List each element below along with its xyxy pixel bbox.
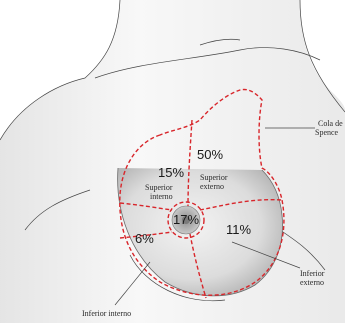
cola-de-spence-label-line1: Cola de xyxy=(318,119,343,128)
central-percent: 17% xyxy=(173,212,199,227)
superior-interno-label-line2: interno xyxy=(150,192,173,201)
superior-externo-percent: 50% xyxy=(197,147,223,162)
cola-de-spence-label-line2: Spence xyxy=(315,128,339,137)
superior-externo-label-line2: externo xyxy=(200,182,224,191)
superior-interno-label-line1: Superior xyxy=(145,183,173,192)
inferior-externo-percent: 11% xyxy=(226,222,251,237)
inferior-interno-percent: 6% xyxy=(135,231,154,246)
superior-externo-label-line1: Superior xyxy=(200,173,228,182)
inferior-externo-label-line1: Inferior xyxy=(300,269,325,278)
inferior-interno-label: Inferior interno xyxy=(82,309,131,318)
inferior-externo-label-line2: externo xyxy=(300,278,324,287)
superior-interno-percent: 15% xyxy=(158,165,184,180)
